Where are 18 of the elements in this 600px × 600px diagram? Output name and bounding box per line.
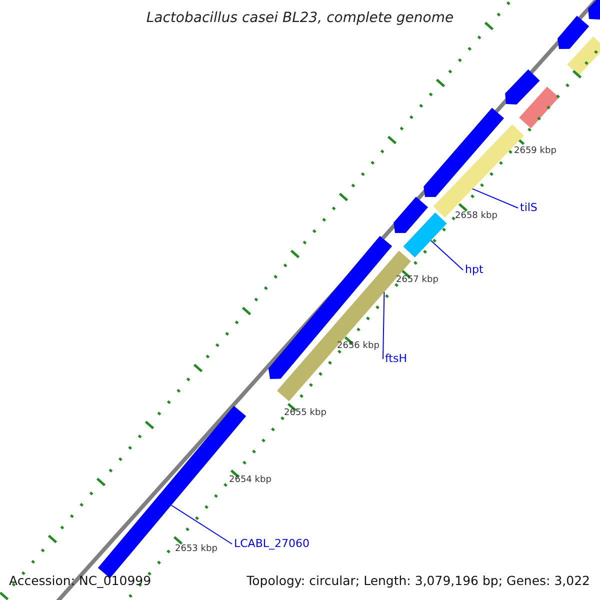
gene-bar	[403, 212, 447, 258]
scale-label: 2658 kbp	[455, 212, 498, 221]
scale-label: 2654 kbp	[229, 476, 272, 485]
accession-text: Accession: NC_010999	[9, 575, 152, 588]
scale-label: 2653 kbp	[175, 545, 218, 554]
gene-label: tilS	[520, 202, 538, 213]
leader-line	[170, 504, 232, 544]
gene-label: hpt	[465, 264, 484, 275]
scale-label: 2656 kbp	[337, 342, 380, 351]
leader-line	[472, 188, 518, 208]
leader-line	[430, 240, 464, 270]
scale-label: 2657 kbp	[396, 276, 438, 285]
genome-stats-text: Topology: circular; Length: 3,079,196 bp; Genes: 3,022	[246, 575, 590, 588]
scale-label: 2659 kbp	[514, 147, 556, 156]
map-title: Lactobacillus casei BL23, complete genome	[145, 11, 455, 25]
gene-label: ftsH	[385, 353, 407, 364]
leader-line	[382, 292, 385, 360]
gene-label: LCABL_27060	[234, 538, 310, 549]
